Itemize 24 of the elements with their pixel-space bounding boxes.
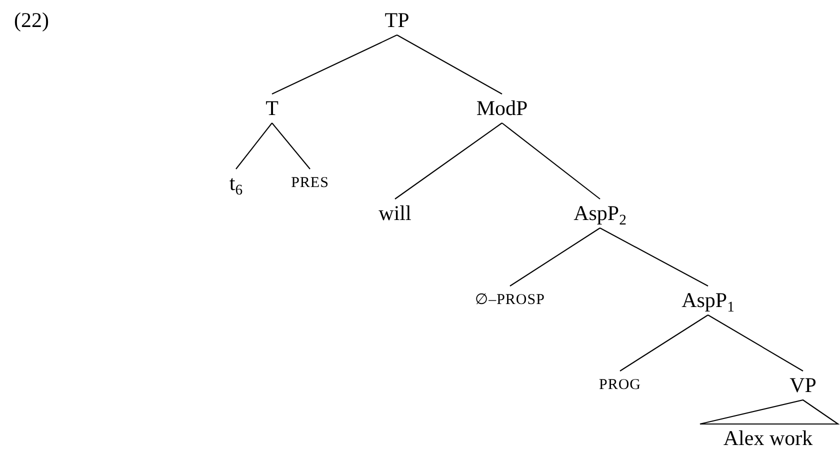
tree-node-label: T bbox=[266, 96, 278, 120]
tree-branch bbox=[236, 122, 272, 170]
tree-node-label: will bbox=[378, 201, 412, 225]
tree-triangle bbox=[699, 399, 840, 425]
tree-node-label: AspP$_{2}$ bbox=[574, 201, 626, 225]
tree-branch bbox=[620, 314, 708, 372]
tree-branch bbox=[502, 122, 600, 200]
tree-node-label: VP bbox=[790, 373, 816, 397]
tree-node-label: TP bbox=[384, 8, 410, 32]
tree-node-label: PRES bbox=[291, 171, 329, 195]
tree-branch bbox=[272, 122, 310, 170]
example-number: (22) bbox=[14, 8, 49, 32]
tree-branch bbox=[394, 122, 502, 200]
tree-node-label: PROG bbox=[599, 373, 641, 397]
tree-branch bbox=[708, 314, 804, 372]
tree-node-label: Alex work bbox=[723, 426, 813, 450]
tree-node-label: t$_{6}$ bbox=[229, 171, 243, 195]
tree-node-label: ∅–PROSP bbox=[475, 288, 545, 312]
tree-branch bbox=[272, 34, 398, 94]
tree-node-label: AspP$_{1}$ bbox=[682, 288, 734, 312]
tree-branch bbox=[600, 228, 708, 286]
tree-branch bbox=[510, 228, 600, 286]
tree-branch bbox=[396, 34, 502, 94]
tree-node-label: ModP bbox=[476, 96, 528, 120]
